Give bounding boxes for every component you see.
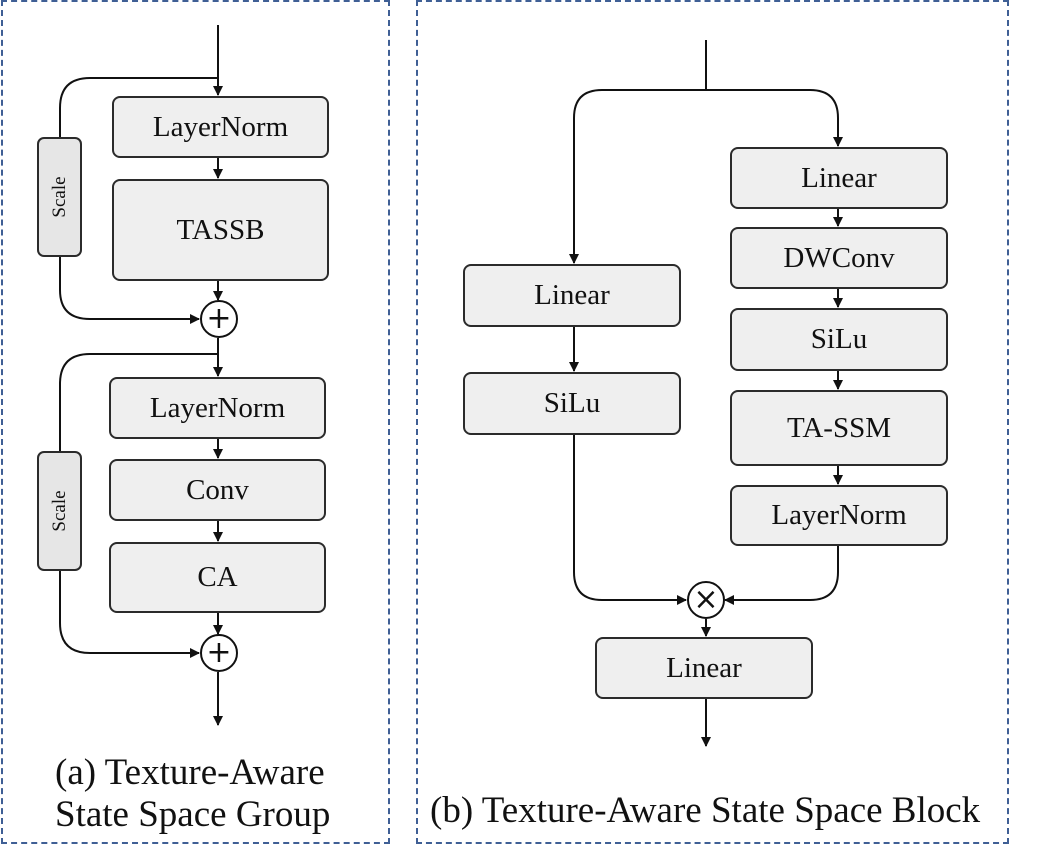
ta-ssm-block: TA-SSM xyxy=(730,390,948,466)
layernorm-block-2: LayerNorm xyxy=(109,377,326,439)
right-silu-block: SiLu xyxy=(730,308,948,371)
caption-b: (b) Texture-Aware State Space Block xyxy=(430,790,981,831)
add-node-1: + xyxy=(200,300,238,338)
layernorm-block-1: LayerNorm xyxy=(112,96,329,158)
skip-1-lower xyxy=(59,257,200,324)
edge-r-layernorm-to-mult xyxy=(724,546,839,605)
scale-block-2: Scale xyxy=(37,451,82,571)
add-node-2: + xyxy=(200,634,238,672)
edge-split-left xyxy=(569,89,706,264)
ca-block: CA xyxy=(109,542,326,613)
caption-a-line-1: (a) Texture-Aware xyxy=(55,752,325,793)
left-silu-block: SiLu xyxy=(463,372,681,435)
scale-label-1: Scale xyxy=(48,176,70,218)
right-layernorm-block: LayerNorm xyxy=(730,485,948,546)
left-linear-block: Linear xyxy=(463,264,681,327)
multiply-node: × xyxy=(687,581,725,619)
edge-split-right xyxy=(706,89,843,147)
tassb-block: TASSB xyxy=(112,179,329,281)
skip-2-upper xyxy=(59,353,218,451)
scale-block-1: Scale xyxy=(37,137,82,257)
panel-b-frame xyxy=(416,0,1009,844)
dwconv-block: DWConv xyxy=(730,227,948,289)
output-linear-block: Linear xyxy=(595,637,813,699)
right-linear-block: Linear xyxy=(730,147,948,209)
panel-a-frame xyxy=(1,0,390,844)
caption-a-line-2: State Space Group xyxy=(55,794,331,835)
edge-left-silu-to-mult xyxy=(573,435,687,605)
skip-2-lower xyxy=(59,571,200,658)
scale-label-2: Scale xyxy=(48,490,70,532)
conv-block: Conv xyxy=(109,459,326,521)
skip-1-upper xyxy=(59,77,218,137)
